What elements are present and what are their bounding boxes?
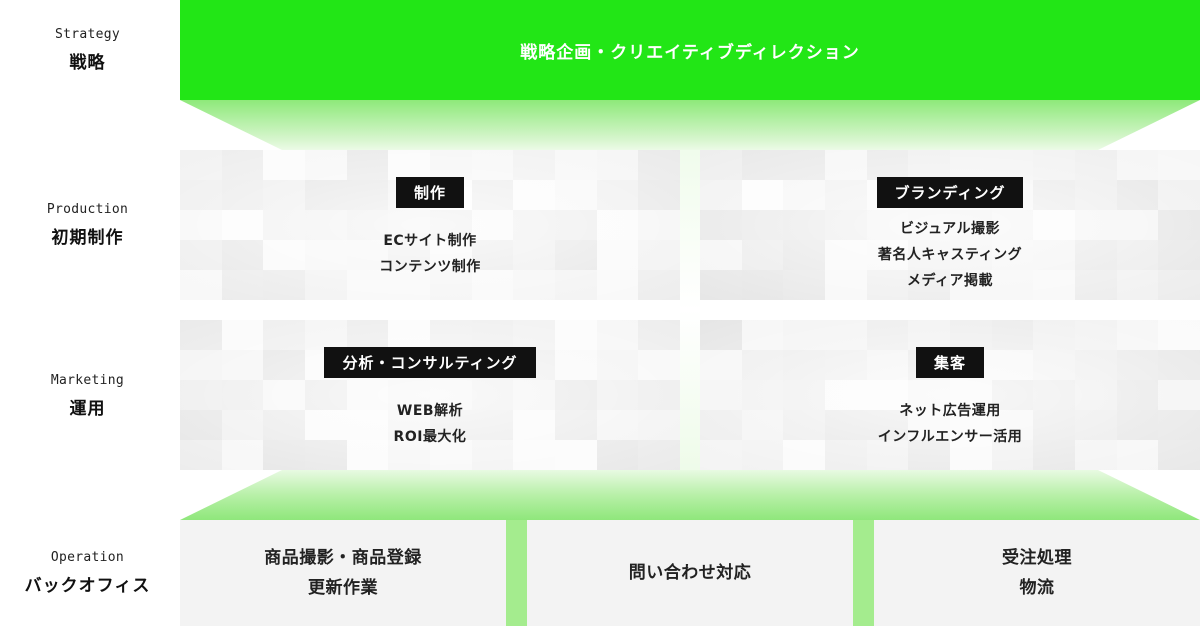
mosaic-veil [700, 150, 1200, 300]
row-label-operation: Operation バックオフィス [0, 550, 175, 596]
mosaic-veil [180, 320, 680, 470]
row-label-en: Strategy [54, 27, 120, 42]
operation-line: 商品撮影・商品登録 [264, 548, 422, 568]
mosaic-background [180, 150, 680, 300]
card-tag: 分析・コンサルティング [324, 347, 536, 378]
card-item: メディア掲載 [906, 273, 993, 289]
mosaic-background [700, 320, 1200, 470]
operation-box-photo-registration: 商品撮影・商品登録 更新作業 [180, 520, 506, 626]
card-item: 著名人キャスティング [877, 247, 1023, 263]
row-label-strategy: Strategy 戦略 [0, 27, 175, 73]
card-item: ビジュアル撮影 [899, 221, 1001, 237]
row-label-en: Operation [50, 550, 125, 565]
card-item: WEB解析 [396, 403, 464, 419]
operation-box-order-logistics: 受注処理 物流 [874, 520, 1200, 626]
card-item: ROI最大化 [393, 429, 467, 445]
card-tag: ブランディング [876, 177, 1024, 208]
row-label-ja: 戦略 [69, 53, 106, 73]
strategy-bar: 戦略企画・クリエイティブディレクション [180, 0, 1200, 100]
operation-line: 受注処理 [1002, 548, 1072, 568]
strategy-bar-label: 戦略企画・クリエイティブディレクション [520, 42, 860, 63]
funnel-band-bottom [180, 470, 1200, 520]
card-marketing-right: 集客 ネット広告運用 インフルエンサー活用 [700, 320, 1200, 470]
row-label-en: Marketing [50, 373, 125, 388]
card-marketing-left: 分析・コンサルティング WEB解析 ROI最大化 [180, 320, 680, 470]
row-label-en: Production [46, 202, 129, 217]
funnel-band-top [180, 100, 1200, 150]
operation-line: 更新作業 [308, 578, 378, 598]
card-tag: 集客 [915, 347, 984, 378]
center-glow [680, 150, 700, 470]
row-label-marketing: Marketing 運用 [0, 373, 175, 419]
mosaic-veil [700, 320, 1200, 470]
row-label-ja: バックオフィス [24, 576, 151, 596]
operation-line: 問い合わせ対応 [628, 563, 752, 583]
card-item: ECサイト制作 [383, 233, 477, 249]
operation-line: 物流 [1019, 578, 1055, 598]
mosaic-background [700, 150, 1200, 300]
row-label-production: Production 初期制作 [0, 202, 175, 248]
card-item: インフルエンサー活用 [877, 429, 1023, 445]
row-label-ja: 運用 [69, 399, 106, 419]
card-tag: 制作 [395, 177, 464, 208]
card-production-left: 制作 ECサイト制作 コンテンツ制作 [180, 150, 680, 300]
card-production-right: ブランディング ビジュアル撮影 著名人キャスティング メディア掲載 [700, 150, 1200, 300]
row-label-ja: 初期制作 [51, 228, 124, 248]
operation-box-inquiry: 問い合わせ対応 [527, 520, 853, 626]
card-item: ネット広告運用 [899, 403, 1001, 419]
card-item: コンテンツ制作 [379, 259, 481, 275]
mosaic-veil [180, 150, 680, 300]
